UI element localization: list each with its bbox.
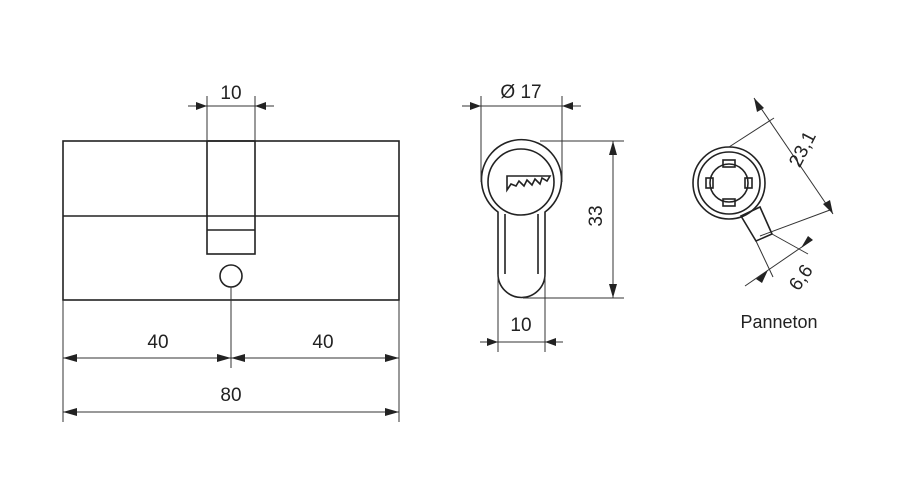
diameter-label: Ø 17 xyxy=(500,82,541,103)
arrowhead xyxy=(255,102,266,110)
arrowhead xyxy=(63,354,77,362)
cam-caption: Panneton xyxy=(740,312,817,332)
cam-notch xyxy=(722,159,736,168)
cam-middle-ring xyxy=(697,151,761,215)
extension-line xyxy=(771,233,809,255)
arrowhead xyxy=(754,98,764,112)
cam-lever xyxy=(739,205,774,243)
arrowhead xyxy=(196,102,207,110)
arrowhead xyxy=(231,354,245,362)
height-label: 33 xyxy=(586,205,607,226)
arrowhead xyxy=(385,408,399,416)
cam-slot xyxy=(206,140,256,255)
arrowhead xyxy=(801,236,813,248)
dimension-line xyxy=(744,239,813,287)
extension-line xyxy=(759,209,831,237)
total-length-label: 80 xyxy=(220,385,241,406)
arrowhead xyxy=(609,284,617,298)
cam-notch xyxy=(744,177,753,189)
front-view: 10 40 40 80 xyxy=(62,83,400,422)
cam-inner-ring xyxy=(709,163,749,203)
fixing-screw-hole xyxy=(219,264,243,288)
arrowhead xyxy=(545,338,556,346)
arrowhead xyxy=(470,102,481,110)
extension-line xyxy=(755,240,774,278)
cylinder-body-outline xyxy=(62,140,400,301)
keyway-icon xyxy=(506,175,552,193)
arrowhead xyxy=(562,102,573,110)
arrowhead xyxy=(823,200,833,214)
cam-width-label: 6,6 xyxy=(785,261,817,295)
arrowhead xyxy=(487,338,498,346)
extension-line xyxy=(728,117,775,148)
cam-notch xyxy=(705,177,714,189)
arrowhead xyxy=(217,354,231,362)
diagonal-label: 23,1 xyxy=(785,128,821,170)
left-length-label: 40 xyxy=(147,332,168,353)
arrowhead xyxy=(609,141,617,155)
profile-view: Ø 17 33 10 xyxy=(462,82,624,352)
cam-notch xyxy=(722,198,736,207)
plug-circle xyxy=(487,148,555,216)
cam-outer-ring xyxy=(692,146,766,220)
width-label: 10 xyxy=(510,315,531,336)
arrowhead xyxy=(756,270,768,283)
cam-view: 23,1 6,6 Panneton xyxy=(692,97,834,332)
arrowhead xyxy=(385,354,399,362)
cam-width-label: 10 xyxy=(220,83,241,104)
cylinder-profile-outline xyxy=(480,138,563,299)
right-length-label: 40 xyxy=(312,332,333,353)
dimension-line xyxy=(753,97,834,215)
arrowhead xyxy=(63,408,77,416)
